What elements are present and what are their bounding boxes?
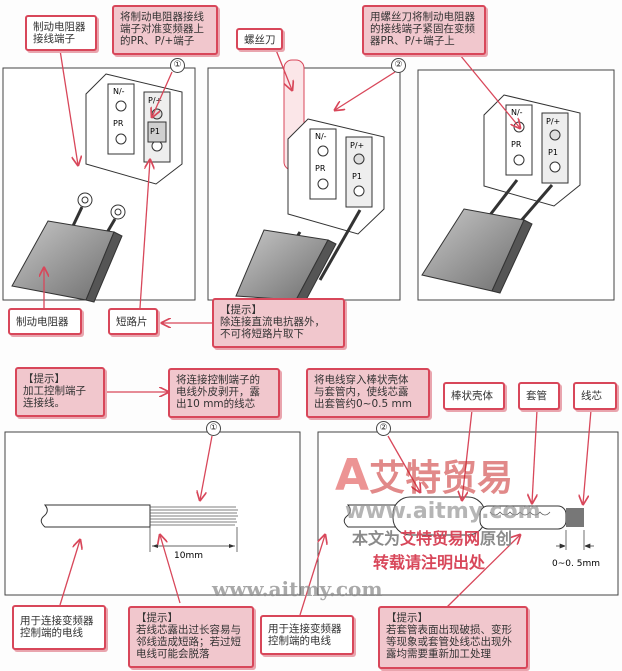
terminal-label-p1: P1	[548, 148, 558, 157]
callout-screwdriver: 螺丝刀	[236, 28, 283, 50]
terminal-label-pr: PR	[315, 164, 326, 173]
callout-tip-control-wire: 【提示】 加工控制端子 连接线。	[15, 367, 105, 417]
step-number-2: ②	[391, 58, 406, 73]
step-number-2: ②	[376, 421, 391, 436]
leader-lines	[44, 49, 592, 616]
callout-core: 线芯	[573, 382, 617, 410]
dimension-05mm: 0~0. 5mm	[552, 559, 600, 569]
callout-step2: 用螺丝刀将制动电阻器 的接线端子紧固在变频 器PR、P/+端子上	[362, 5, 486, 55]
terminal-label-p: P/+	[148, 96, 162, 105]
terminal-block: N/- P/+ PR P1	[287, 118, 385, 235]
terminal-label-p1: P1	[150, 127, 160, 136]
callout-rod-shell: 棒状壳体	[443, 382, 505, 410]
callout-step1: 将制动电阻器接线 端子对准变频器上 的PR、P/+端子	[112, 5, 218, 55]
ferrule-assembly: 0~0. 5mm	[343, 496, 600, 569]
step-number-1: ①	[206, 421, 221, 436]
control-wire: 10mm	[40, 504, 238, 561]
terminal-label-p: P/+	[546, 117, 560, 126]
brake-resistor	[11, 220, 123, 303]
callout-resistor: 制动电阻器	[8, 308, 82, 335]
watermark-url: www.aitmy.com	[345, 499, 541, 524]
callout-wire-right: 用于连接变频器 控制端的电线	[260, 615, 354, 655]
watermark-logo: A艾特贸易	[335, 450, 514, 501]
terminal-label-n: N/-	[511, 108, 523, 117]
wire-core	[566, 508, 584, 527]
step-number-1: ①	[170, 58, 185, 73]
watermark-url-2: www.aitmy.com	[212, 577, 383, 601]
terminal-label-n: N/-	[113, 87, 125, 96]
callout-sleeve: 套管	[518, 382, 560, 410]
terminal-label-pr: PR	[511, 140, 522, 149]
terminal-label-n: N/-	[315, 132, 327, 141]
terminal-label-p: P/+	[350, 141, 364, 150]
dimension-10mm: 10mm	[174, 551, 203, 561]
callout-tip-shorting-bar: 【提示】 除连接直流电抗器外， 不可将短路片取下	[212, 298, 345, 348]
callout-tip-sleeve: 【提示】 若套管表面出现破损、变形 等现象或套管处线芯出现外 露均需要重新加工处…	[378, 606, 528, 669]
brake-resistor	[421, 208, 533, 294]
watermark-original: 本文为艾特贸易网原创	[352, 529, 513, 548]
callout-insert-step: 将电线穿入棒状壳体 与套管内，使线芯露 出套管约0~0.5 mm	[306, 368, 430, 418]
callout-tip-core-length: 【提示】 若线芯露出过长容易与 邻线造成短路；若过短 电线可能会脱落	[128, 606, 254, 668]
terminal-label-p1: P1	[352, 172, 362, 181]
terminal-label-pr: PR	[113, 119, 124, 128]
watermark-reprint: 转载请注明出处	[373, 553, 486, 572]
callout-resistor-terminal: 制动电阻器 接线端子	[25, 15, 97, 51]
terminal-block: N/- P/+ PR P1	[483, 94, 581, 207]
callout-strip-step: 将连接控制端子的 电线外皮剥开，露 出10 mm的线芯	[168, 368, 280, 418]
callout-wire-left: 用于连接变频器 控制端的电线	[12, 605, 106, 650]
callout-shorting-bar: 短路片	[108, 308, 158, 335]
terminal-block: N/- P/+ PR P1	[85, 73, 183, 185]
